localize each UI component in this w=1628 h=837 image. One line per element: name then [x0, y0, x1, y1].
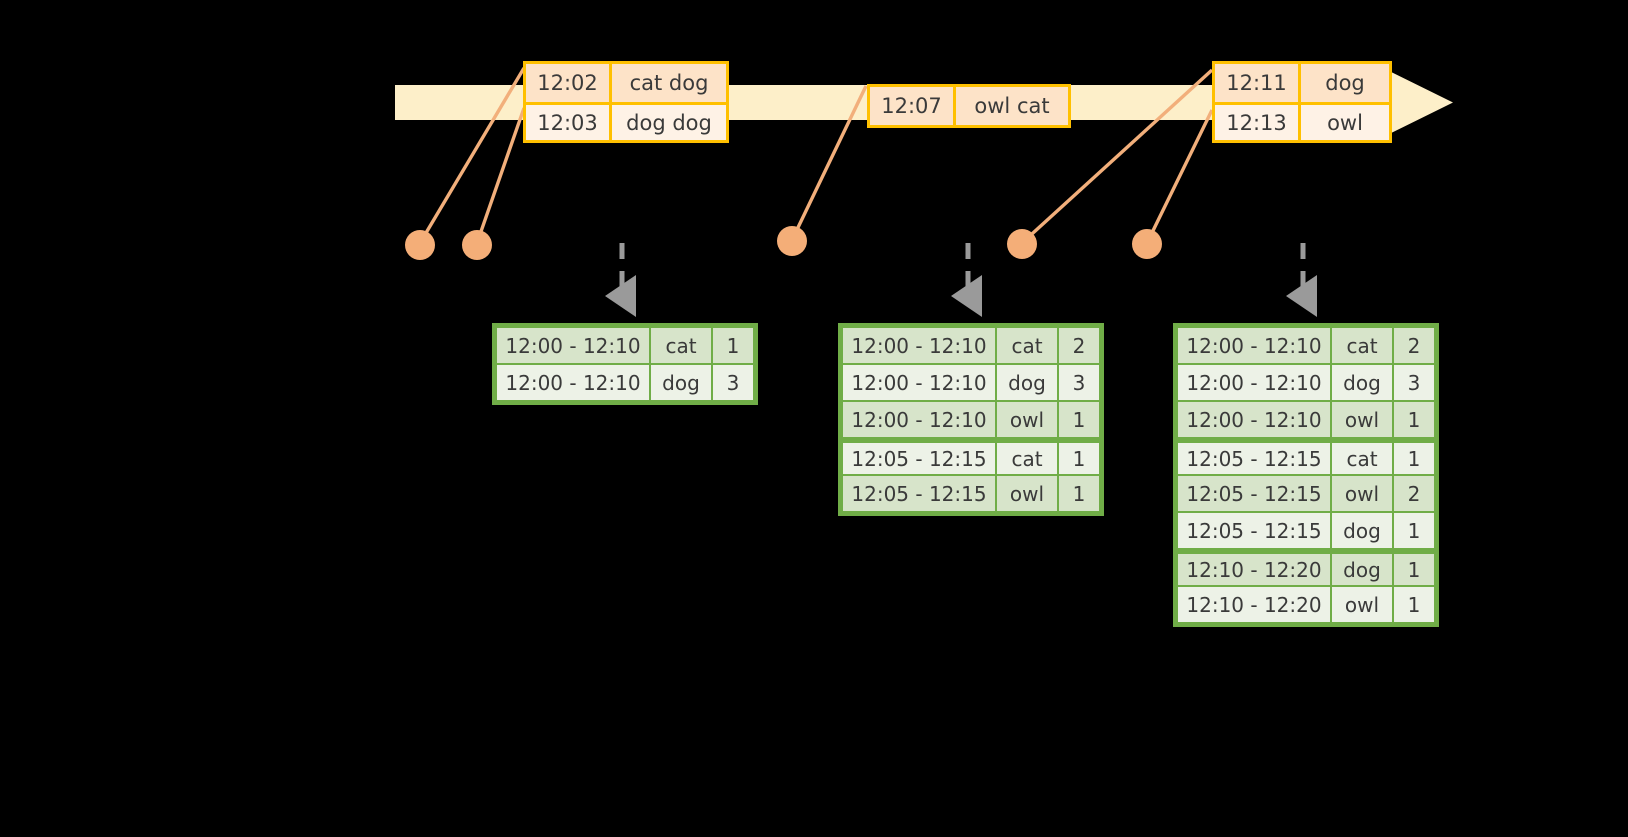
event-words: dog [1301, 64, 1389, 102]
cell-word: owl [1331, 475, 1393, 512]
cell-word: cat [996, 442, 1058, 475]
result-table-2[interactable]: 12:00 - 12:10 cat 2 12:00 - 12:10 dog 3 … [838, 323, 1104, 516]
cell-count: 3 [1058, 364, 1100, 401]
cell-word: dog [1331, 512, 1393, 549]
trigger-arrows [605, 243, 1317, 318]
cell-count: 1 [1393, 442, 1435, 475]
cell-window: 12:05 - 12:15 [1177, 475, 1331, 512]
event-words: owl [1301, 105, 1389, 140]
cell-window: 12:00 - 12:10 [842, 327, 996, 364]
cell-word: owl [996, 401, 1058, 438]
event-words: cat dog [612, 64, 726, 102]
cell-word: cat [1331, 327, 1393, 364]
table-row[interactable]: 12:05 - 12:15 cat 1 [842, 438, 1100, 475]
cell-window: 12:00 - 12:10 [496, 327, 650, 364]
cell-count: 3 [1393, 364, 1435, 401]
event-row[interactable]: 12:02 cat dog [526, 64, 726, 102]
event-dot-5 [1132, 229, 1162, 259]
cell-count: 1 [1058, 442, 1100, 475]
event-time: 12:13 [1215, 105, 1301, 140]
cell-window: 12:00 - 12:10 [1177, 327, 1331, 364]
event-row[interactable]: 12:07 owl cat [870, 87, 1068, 125]
event-box-2[interactable]: 12:07 owl cat [867, 84, 1071, 128]
cell-window: 12:00 - 12:10 [842, 401, 996, 438]
cell-word: cat [996, 327, 1058, 364]
cell-word: cat [650, 327, 712, 364]
cell-window: 12:05 - 12:15 [842, 475, 996, 512]
cell-window: 12:00 - 12:10 [1177, 401, 1331, 438]
event-box-3[interactable]: 12:11 dog 12:13 owl [1212, 61, 1392, 143]
event-dot-1 [405, 230, 435, 260]
cell-count: 1 [712, 327, 754, 364]
cell-window: 12:10 - 12:20 [1177, 553, 1331, 586]
event-dot-3 [777, 226, 807, 256]
cell-count: 2 [1058, 327, 1100, 364]
event-dot-4 [1007, 229, 1037, 259]
cell-window: 12:05 - 12:15 [1177, 512, 1331, 549]
event-row[interactable]: 12:03 dog dog [526, 102, 726, 140]
cell-word: owl [996, 475, 1058, 512]
cell-word: cat [1331, 442, 1393, 475]
table-row[interactable]: 12:00 - 12:10 dog 3 [842, 364, 1100, 401]
table-row[interactable]: 12:00 - 12:10 cat 2 [1177, 327, 1435, 364]
table-row[interactable]: 12:00 - 12:10 owl 1 [1177, 401, 1435, 438]
event-time: 12:07 [870, 87, 956, 125]
table-row[interactable]: 12:00 - 12:10 dog 3 [496, 364, 754, 401]
event-time: 12:03 [526, 105, 612, 140]
event-dot-2 [462, 230, 492, 260]
cell-count: 1 [1058, 401, 1100, 438]
table-row[interactable]: 12:05 - 12:15 owl 1 [842, 475, 1100, 512]
table-row[interactable]: 12:00 - 12:10 dog 3 [1177, 364, 1435, 401]
cell-word: owl [1331, 586, 1393, 623]
result-table-3[interactable]: 12:00 - 12:10 cat 2 12:00 - 12:10 dog 3 … [1173, 323, 1439, 627]
table-row[interactable]: 12:05 - 12:15 dog 1 [1177, 512, 1435, 549]
event-words: owl cat [956, 87, 1068, 125]
cell-word: dog [996, 364, 1058, 401]
cell-count: 2 [1393, 475, 1435, 512]
cell-count: 2 [1393, 327, 1435, 364]
cell-word: dog [1331, 553, 1393, 586]
cell-word: owl [1331, 401, 1393, 438]
event-row[interactable]: 12:13 owl [1215, 102, 1389, 140]
cell-count: 1 [1058, 475, 1100, 512]
event-box-1[interactable]: 12:02 cat dog 12:03 dog dog [523, 61, 729, 143]
cell-window: 12:00 - 12:10 [496, 364, 650, 401]
table-row[interactable]: 12:00 - 12:10 cat 1 [496, 327, 754, 364]
result-table-1[interactable]: 12:00 - 12:10 cat 1 12:00 - 12:10 dog 3 [492, 323, 758, 405]
event-words: dog dog [612, 105, 726, 140]
event-time: 12:02 [526, 64, 612, 102]
cell-count: 1 [1393, 512, 1435, 549]
cell-count: 1 [1393, 586, 1435, 623]
cell-window: 12:10 - 12:20 [1177, 586, 1331, 623]
event-row[interactable]: 12:11 dog [1215, 64, 1389, 102]
cell-window: 12:00 - 12:10 [842, 364, 996, 401]
cell-count: 1 [1393, 401, 1435, 438]
cell-count: 3 [712, 364, 754, 401]
cell-window: 12:05 - 12:15 [842, 442, 996, 475]
cell-word: dog [650, 364, 712, 401]
cell-count: 1 [1393, 553, 1435, 586]
cell-window: 12:05 - 12:15 [1177, 442, 1331, 475]
table-row[interactable]: 12:00 - 12:10 cat 2 [842, 327, 1100, 364]
connector-dots [405, 226, 1162, 260]
cell-word: dog [1331, 364, 1393, 401]
event-time: 12:11 [1215, 64, 1301, 102]
table-row[interactable]: 12:05 - 12:15 owl 2 [1177, 475, 1435, 512]
cell-window: 12:00 - 12:10 [1177, 364, 1331, 401]
table-row[interactable]: 12:05 - 12:15 cat 1 [1177, 438, 1435, 475]
table-row[interactable]: 12:10 - 12:20 dog 1 [1177, 549, 1435, 586]
table-row[interactable]: 12:10 - 12:20 owl 1 [1177, 586, 1435, 623]
table-row[interactable]: 12:00 - 12:10 owl 1 [842, 401, 1100, 438]
